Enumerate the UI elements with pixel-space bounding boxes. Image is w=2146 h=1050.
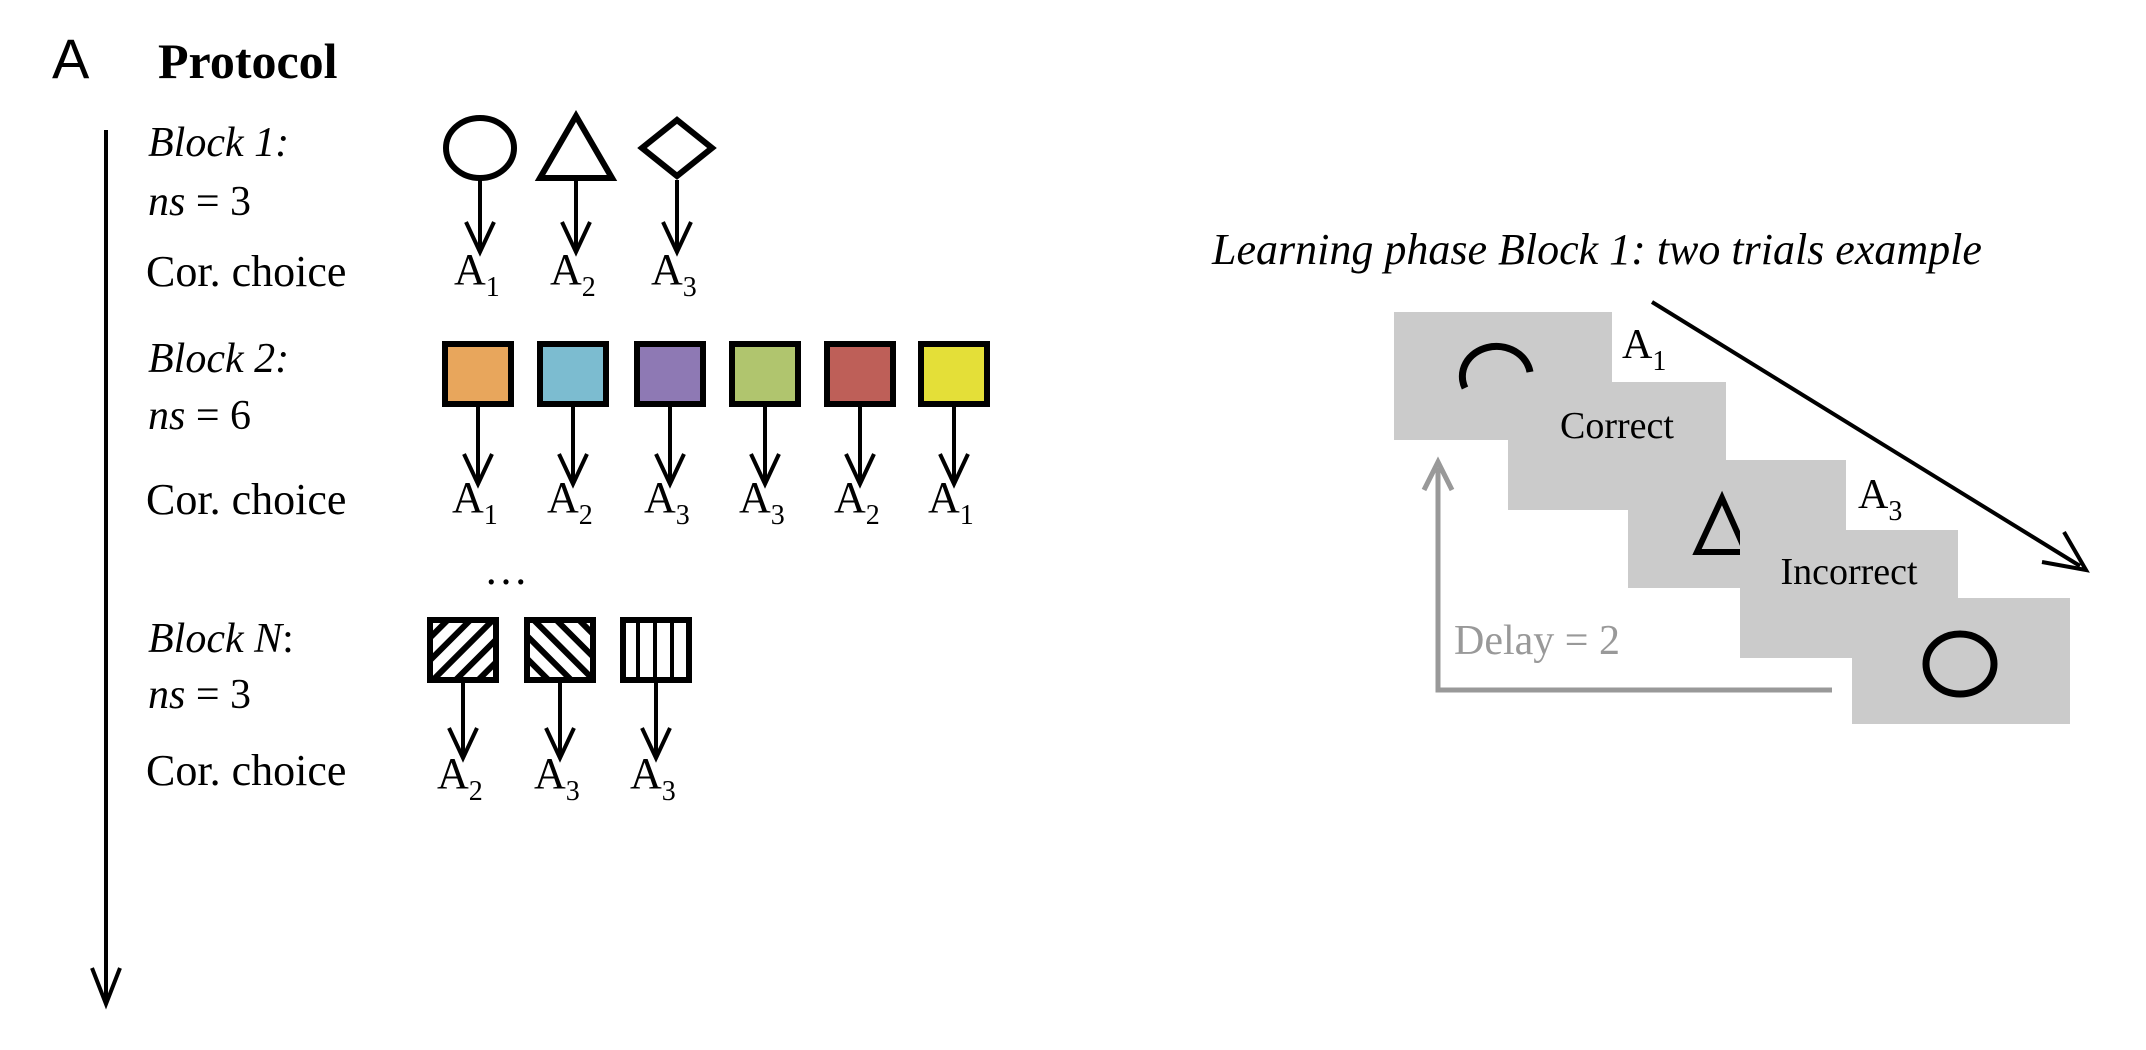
mapping-arrow [447,682,479,763]
stimulus-square-icon [537,341,609,407]
mapping-arrow [560,180,592,257]
time-axis-arrow [90,130,122,1010]
block-1-cor-choice: Cor. choice [146,247,346,296]
correct-action-label: A2 [547,473,593,531]
correct-action-label: A3 [651,245,697,303]
mapping-arrow [544,682,576,763]
mapping-arrow [654,406,686,489]
block-2-labels: Block 2: ns = 6 Cor. choice [146,336,346,524]
correct-action-label: A2 [834,473,880,531]
correct-action-label: A1 [928,473,974,531]
delay-loop-arrow [1421,456,1832,693]
trial-2-action: A3 [1858,472,1902,527]
mapping-arrow [661,180,693,257]
block-2-ns: ns = 6 [148,393,251,439]
stimulus-hatch-forward-icon [427,617,499,683]
learning-phase-title: Learning phase Block 1: two trials examp… [1211,225,1982,274]
mapping-arrow [640,682,672,763]
correct-action-label: A2 [550,245,596,303]
correct-action-label: A3 [630,749,676,807]
block-1-title: Block 1: [148,120,289,166]
stimulus-square-icon [442,341,514,407]
stimulus-circle-icon [443,115,517,181]
mapping-arrow [557,406,589,489]
correct-action-label: A2 [437,749,483,807]
mapping-arrow [464,180,496,257]
delay-label: Delay = 2 [1454,618,1620,664]
trial-sequence-arrow [1650,300,2090,573]
stimulus-diamond-icon [637,116,717,180]
stimulus-square-icon [918,341,990,407]
mapping-arrow [938,406,970,489]
stimulus-square-icon [634,341,706,407]
mapping-arrow [749,406,781,489]
block-2-title: Block 2: [148,336,289,382]
stimulus-triangle-icon [534,110,618,181]
triangle-icon [1692,490,1751,555]
protocol-title: Protocol [158,33,338,89]
block-n-ns: ns = 3 [148,672,251,718]
stimulus-square-icon [729,341,801,407]
block-ellipsis: … [484,545,528,594]
stimulus-square-icon [824,341,896,407]
circle-icon [1458,342,1534,390]
trial-2-feedback: Incorrect [1780,551,1918,593]
correct-action-label: A3 [534,749,580,807]
block-1-labels: Block 1: ns = 3 Cor. choice [146,120,346,296]
stimulus-hatch-backward-icon [524,617,596,683]
correct-action-label: A3 [739,473,785,531]
correct-action-label: A1 [454,245,500,303]
correct-action-label: A1 [452,473,498,531]
block-2-cor-choice: Cor. choice [146,475,346,524]
mapping-arrow [844,406,876,489]
block-1-ns: ns = 3 [148,179,251,225]
mapping-arrow [462,406,494,489]
panel-letter: A [52,27,90,90]
trial-1-action: A1 [1622,322,1666,377]
block-n-cor-choice: Cor. choice [146,746,346,795]
learning-phase-example: Learning phase Block 1: two trials examp… [1211,225,2090,724]
block-n-labels: Block N: ns = 3 Cor. choice [146,616,346,795]
block-n-title: Block N: [148,616,294,662]
trial-1-feedback: Correct [1560,405,1674,447]
correct-action-label: A3 [644,473,690,531]
trial-3-stimulus-screen [1852,598,2070,724]
circle-icon [1922,630,1998,698]
stimulus-hatch-vertical-icon [620,617,692,683]
